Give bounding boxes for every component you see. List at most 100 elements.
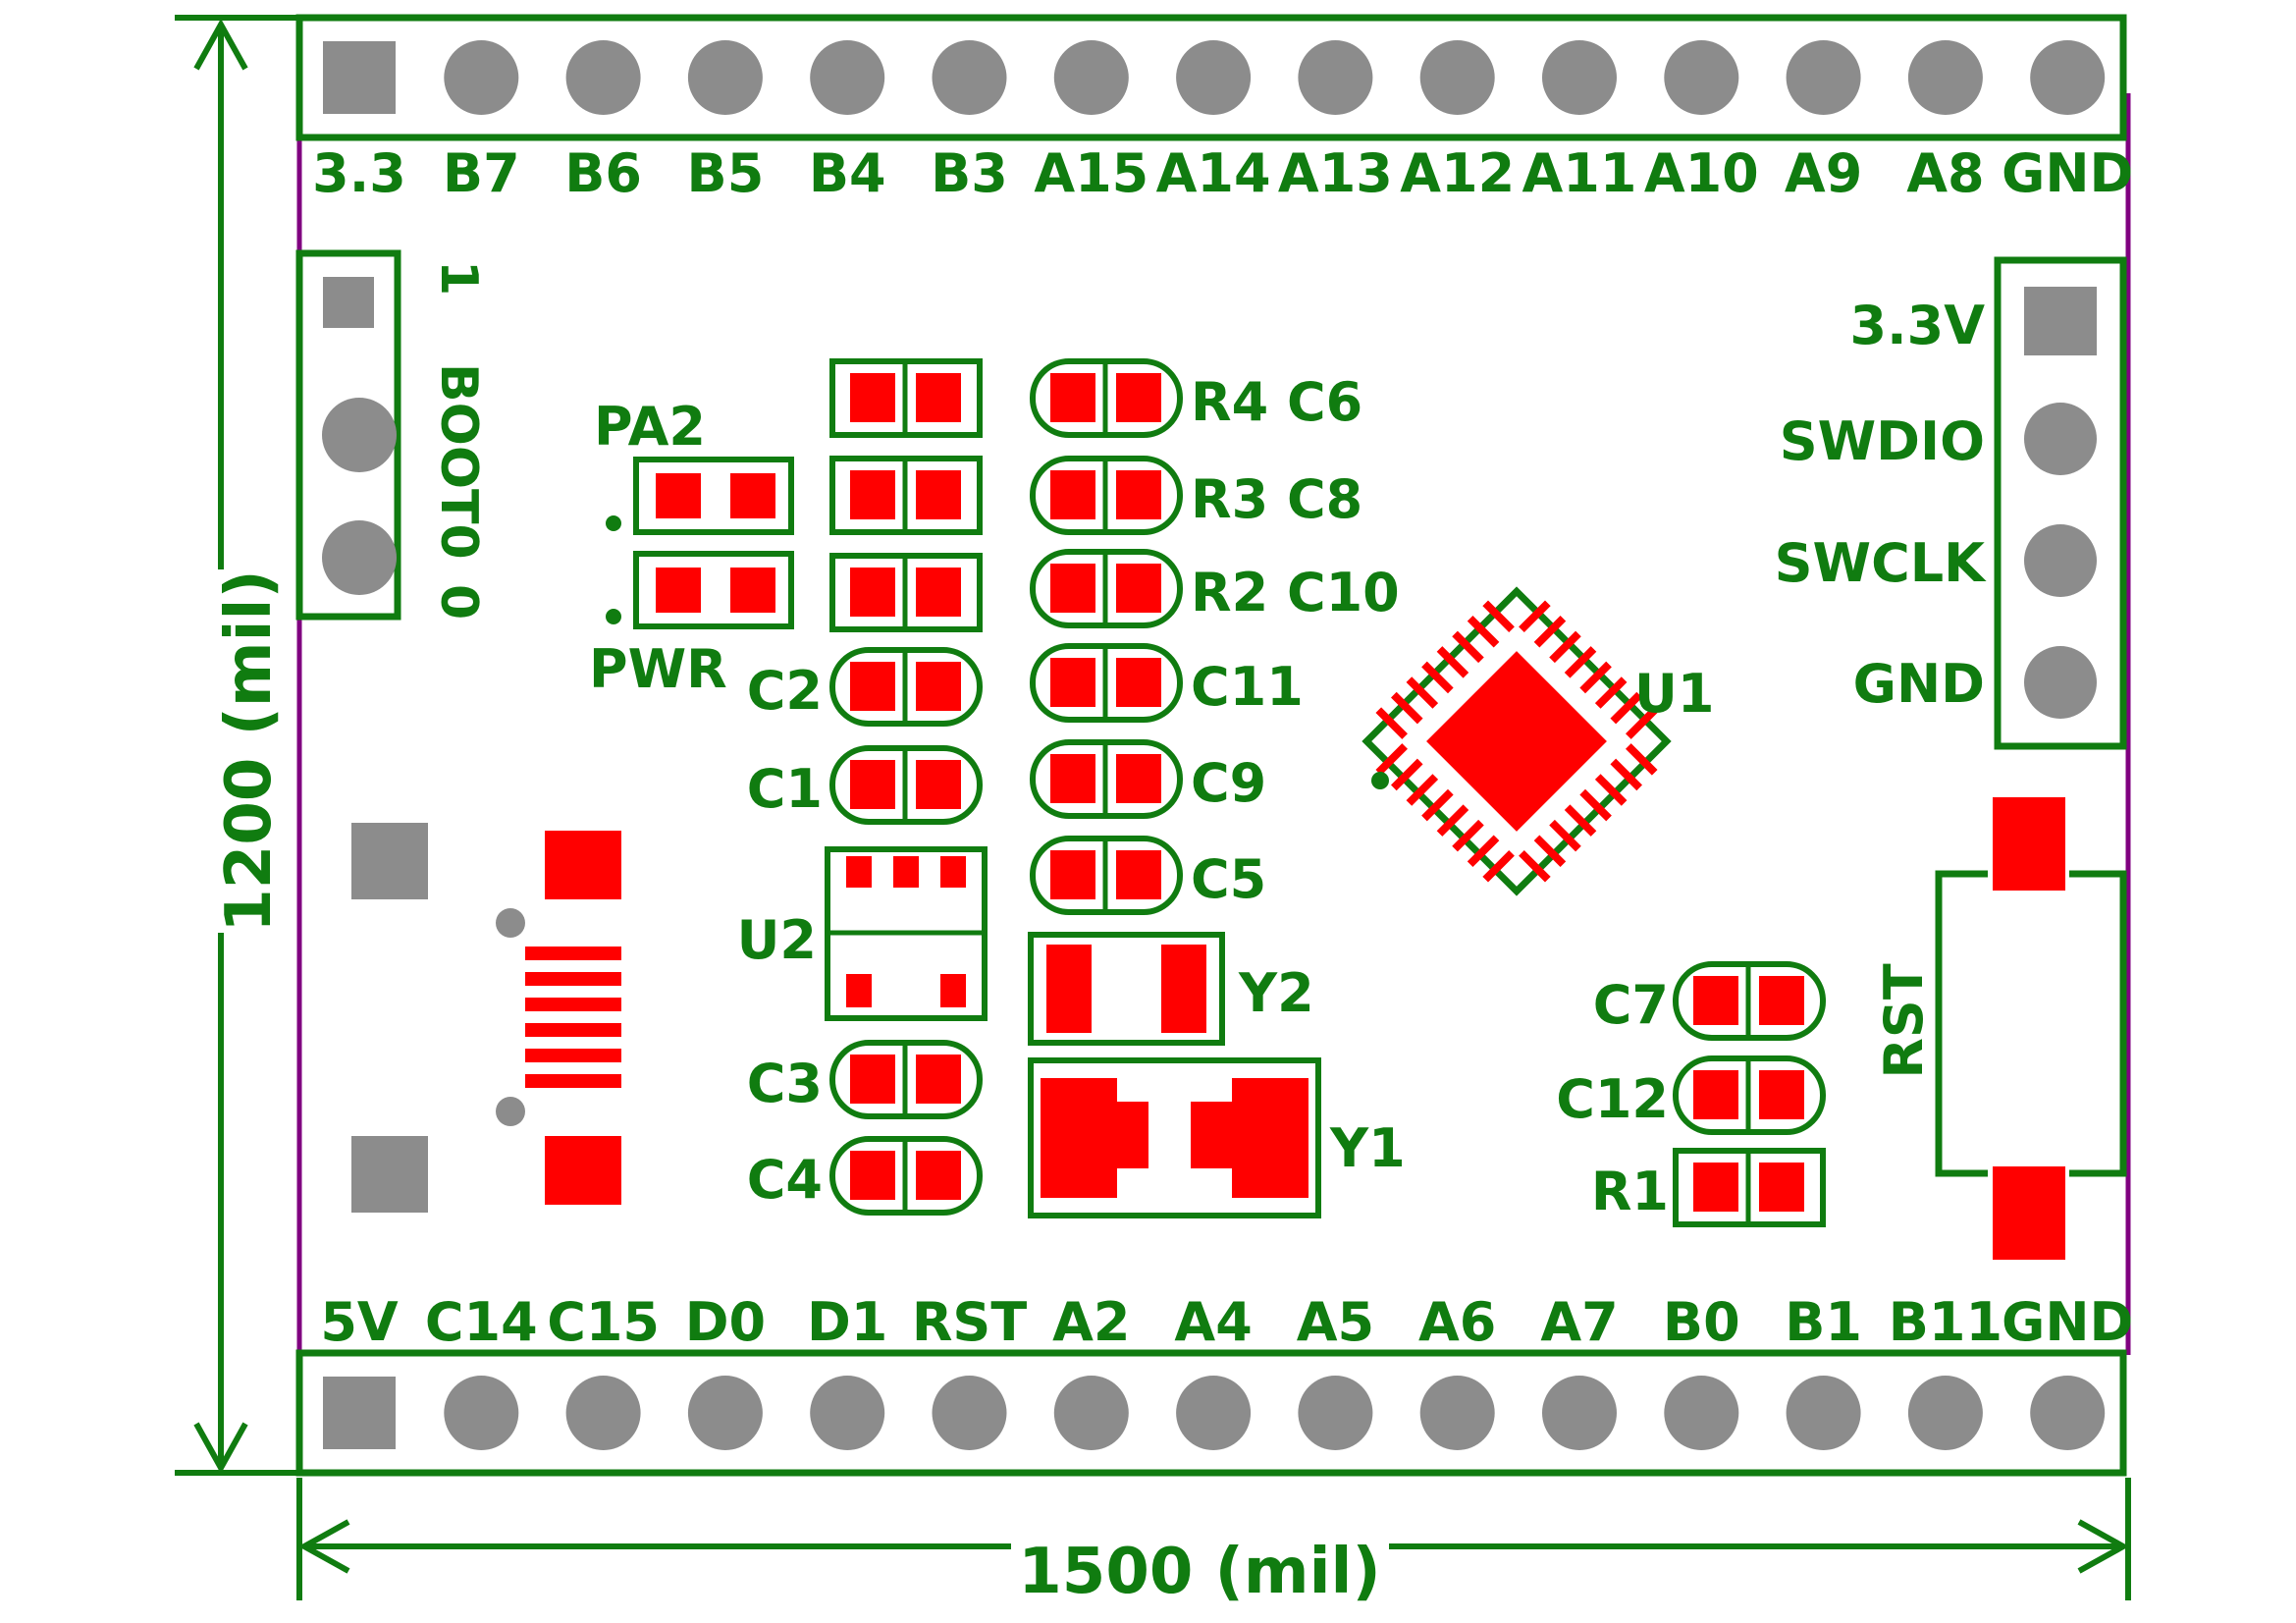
top-header-pin (1053, 40, 1129, 115)
top-header-pin-label: A12 (1400, 142, 1515, 204)
mcu-u1-pin (1594, 676, 1628, 709)
top-header-pins (323, 40, 2106, 115)
bottom-header-pin (687, 1376, 763, 1450)
usb-mount-hole (351, 823, 428, 899)
top-header-pin-label: A9 (1785, 142, 1862, 204)
polarity-dot (606, 515, 621, 531)
mcu-u1-pin (1467, 835, 1500, 867)
led-pwr: PWR (589, 551, 794, 700)
res-r1: R1 (1591, 1148, 1826, 1227)
usb-signal-pad (525, 972, 621, 986)
top-header-pin (1419, 40, 1495, 115)
cap-c9-label: C9 (1191, 752, 1266, 814)
top-header-pin-label: A11 (1522, 142, 1637, 204)
top-header-pin-label: A10 (1644, 142, 1759, 204)
boot0-pin1-label: 1 (429, 260, 488, 296)
mcu-u1: U1 (1362, 586, 1714, 896)
top-header-pin-label: GND (2002, 142, 2133, 204)
bottom-header-pins (323, 1376, 2106, 1450)
mcu-u1-pin (1549, 819, 1581, 852)
mcu-u1-pin (1436, 804, 1469, 837)
cap-c7: C7 (1593, 961, 1826, 1041)
cap-c9: C9 (1030, 739, 1266, 819)
cap-c1-label: C1 (747, 758, 823, 820)
usb-signal-pad (525, 1049, 621, 1062)
mcu-u1-pin (1594, 774, 1628, 806)
cap-c3-label: C3 (747, 1053, 823, 1114)
mcu-u1-pin (1626, 707, 1658, 739)
top-header-pin-label: B3 (931, 142, 1008, 204)
comp-r2-c10: R2 C10 (1030, 549, 1400, 628)
top-header-pin (1664, 40, 1739, 115)
mcu-u1-pin (1519, 850, 1551, 883)
swd-label-gnd: GND (1853, 653, 1985, 715)
mcu-u1-pin (1564, 804, 1597, 837)
bottom-header-pin (1907, 1376, 1983, 1450)
crystal-y2-label: Y2 (1238, 962, 1314, 1024)
bottom-header-pin-label: D1 (807, 1291, 887, 1353)
top-header-pin (1298, 40, 1373, 115)
mcu-u1-pin (1482, 600, 1515, 632)
mcu-u1-label: U1 (1634, 663, 1714, 725)
boot0-pin-square (323, 277, 374, 328)
usb-signal-pad (525, 1074, 621, 1088)
usb-signal-pad (525, 998, 621, 1011)
polarity-dot (606, 609, 621, 624)
bottom-header-pin (2030, 1376, 2106, 1450)
mcu-u1-pin (1533, 835, 1567, 867)
regulator-u2-label: U2 (737, 909, 817, 971)
top-header-pin (1542, 40, 1617, 115)
mcu-u1-pin (1519, 600, 1551, 632)
cap-c2: C2 (747, 647, 983, 727)
bottom-header-pin (1542, 1376, 1617, 1450)
bottom-header-pin (444, 1376, 519, 1450)
bottom-header-pin (810, 1376, 885, 1450)
bottom-header-pin-label: A5 (1297, 1291, 1374, 1353)
mcu-u1-pin (1406, 774, 1439, 806)
top-header-pin (810, 40, 885, 115)
mcu-u1-pin (1436, 646, 1469, 678)
bottom-header-pin (1786, 1376, 1861, 1450)
usb-signal-pad (525, 947, 621, 960)
bottom-header-pin (1176, 1376, 1252, 1450)
top-header-pin (1907, 40, 1983, 115)
top-header-pin (444, 40, 519, 115)
bottom-header-pin-label: A7 (1540, 1291, 1618, 1353)
mcu-u1-pin (1406, 676, 1439, 709)
bottom-header-pin (1419, 1376, 1495, 1450)
led-pa2-label: PA2 (594, 396, 706, 458)
cap-c7-label: C7 (1593, 974, 1669, 1036)
top-header-pin-label: A13 (1278, 142, 1393, 204)
width-dimension (296, 1478, 2131, 1600)
bottom-header-pin-label: 5V (320, 1291, 399, 1353)
reset-button: RST (1873, 797, 2127, 1260)
cap-c12-label: C12 (1556, 1068, 1669, 1130)
mcu-u1-pin (1610, 691, 1642, 725)
boot0-pin0-label: 0 (429, 584, 488, 620)
bottom-header-pin-label: GND (2002, 1291, 2133, 1353)
bottom-header-pin-label: A2 (1052, 1291, 1130, 1353)
mcu-u1-pin (1579, 788, 1612, 822)
regulator-u2: U2 (737, 846, 988, 1021)
resistor-column-left (829, 358, 983, 632)
top-header-pin-label: B5 (687, 142, 765, 204)
mcu-u1-pin (1452, 819, 1484, 852)
boot0-header: BOOT0 1 0 (295, 249, 488, 621)
bottom-header-pin-label: RST (912, 1291, 1027, 1353)
cap-c11-label: C11 (1191, 656, 1304, 718)
width-dimension-label: 1500 (mil) (1018, 1536, 1380, 1608)
top-header-pin-label: A14 (1156, 142, 1271, 204)
swd-pin (2024, 403, 2097, 475)
boot0-label: BOOT0 (429, 363, 488, 560)
mcu-u1-pin (1421, 661, 1454, 694)
pad (656, 568, 701, 613)
comp-r3-c8: R3 C8 (1030, 456, 1362, 535)
height-dimension (175, 15, 299, 1476)
top-header-pin (687, 40, 763, 115)
bottom-header-pin (932, 1376, 1007, 1450)
bottom-header-pin-label: B11 (1889, 1291, 2002, 1353)
comp-r4-c6-label: R4 C6 (1191, 371, 1362, 433)
cap-c5: C5 (1030, 836, 1266, 915)
top-header-pin-square (323, 41, 396, 114)
